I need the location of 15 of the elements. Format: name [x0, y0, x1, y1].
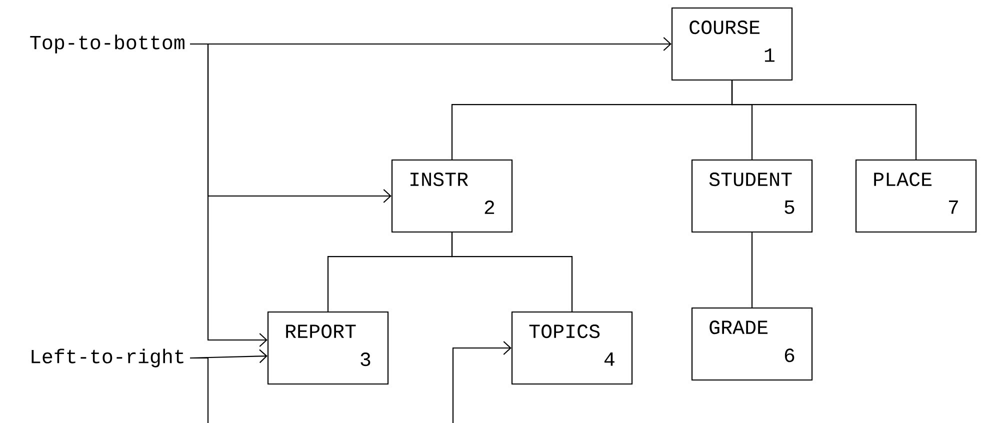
entity-box: PLACE 7 — [855, 159, 977, 233]
connector-line — [190, 357, 209, 423]
entity-box: GRADE 6 — [691, 307, 813, 381]
entity-box: STUDENT 5 — [691, 159, 813, 233]
arrow — [452, 341, 512, 423]
entity-box: COURSE 1 — [671, 7, 793, 81]
entity-box: REPORT 3 — [267, 311, 389, 385]
flow-label: Top-to-bottom — [30, 34, 184, 54]
connector-line — [731, 80, 917, 160]
flow-label: Left-to-right — [32, 348, 184, 368]
connector-line — [451, 232, 573, 312]
entity-box: INSTR 2 — [391, 159, 513, 233]
arrow — [190, 43, 268, 347]
entity-box: TOPICS 4 — [511, 311, 633, 385]
connector-line — [751, 232, 753, 308]
